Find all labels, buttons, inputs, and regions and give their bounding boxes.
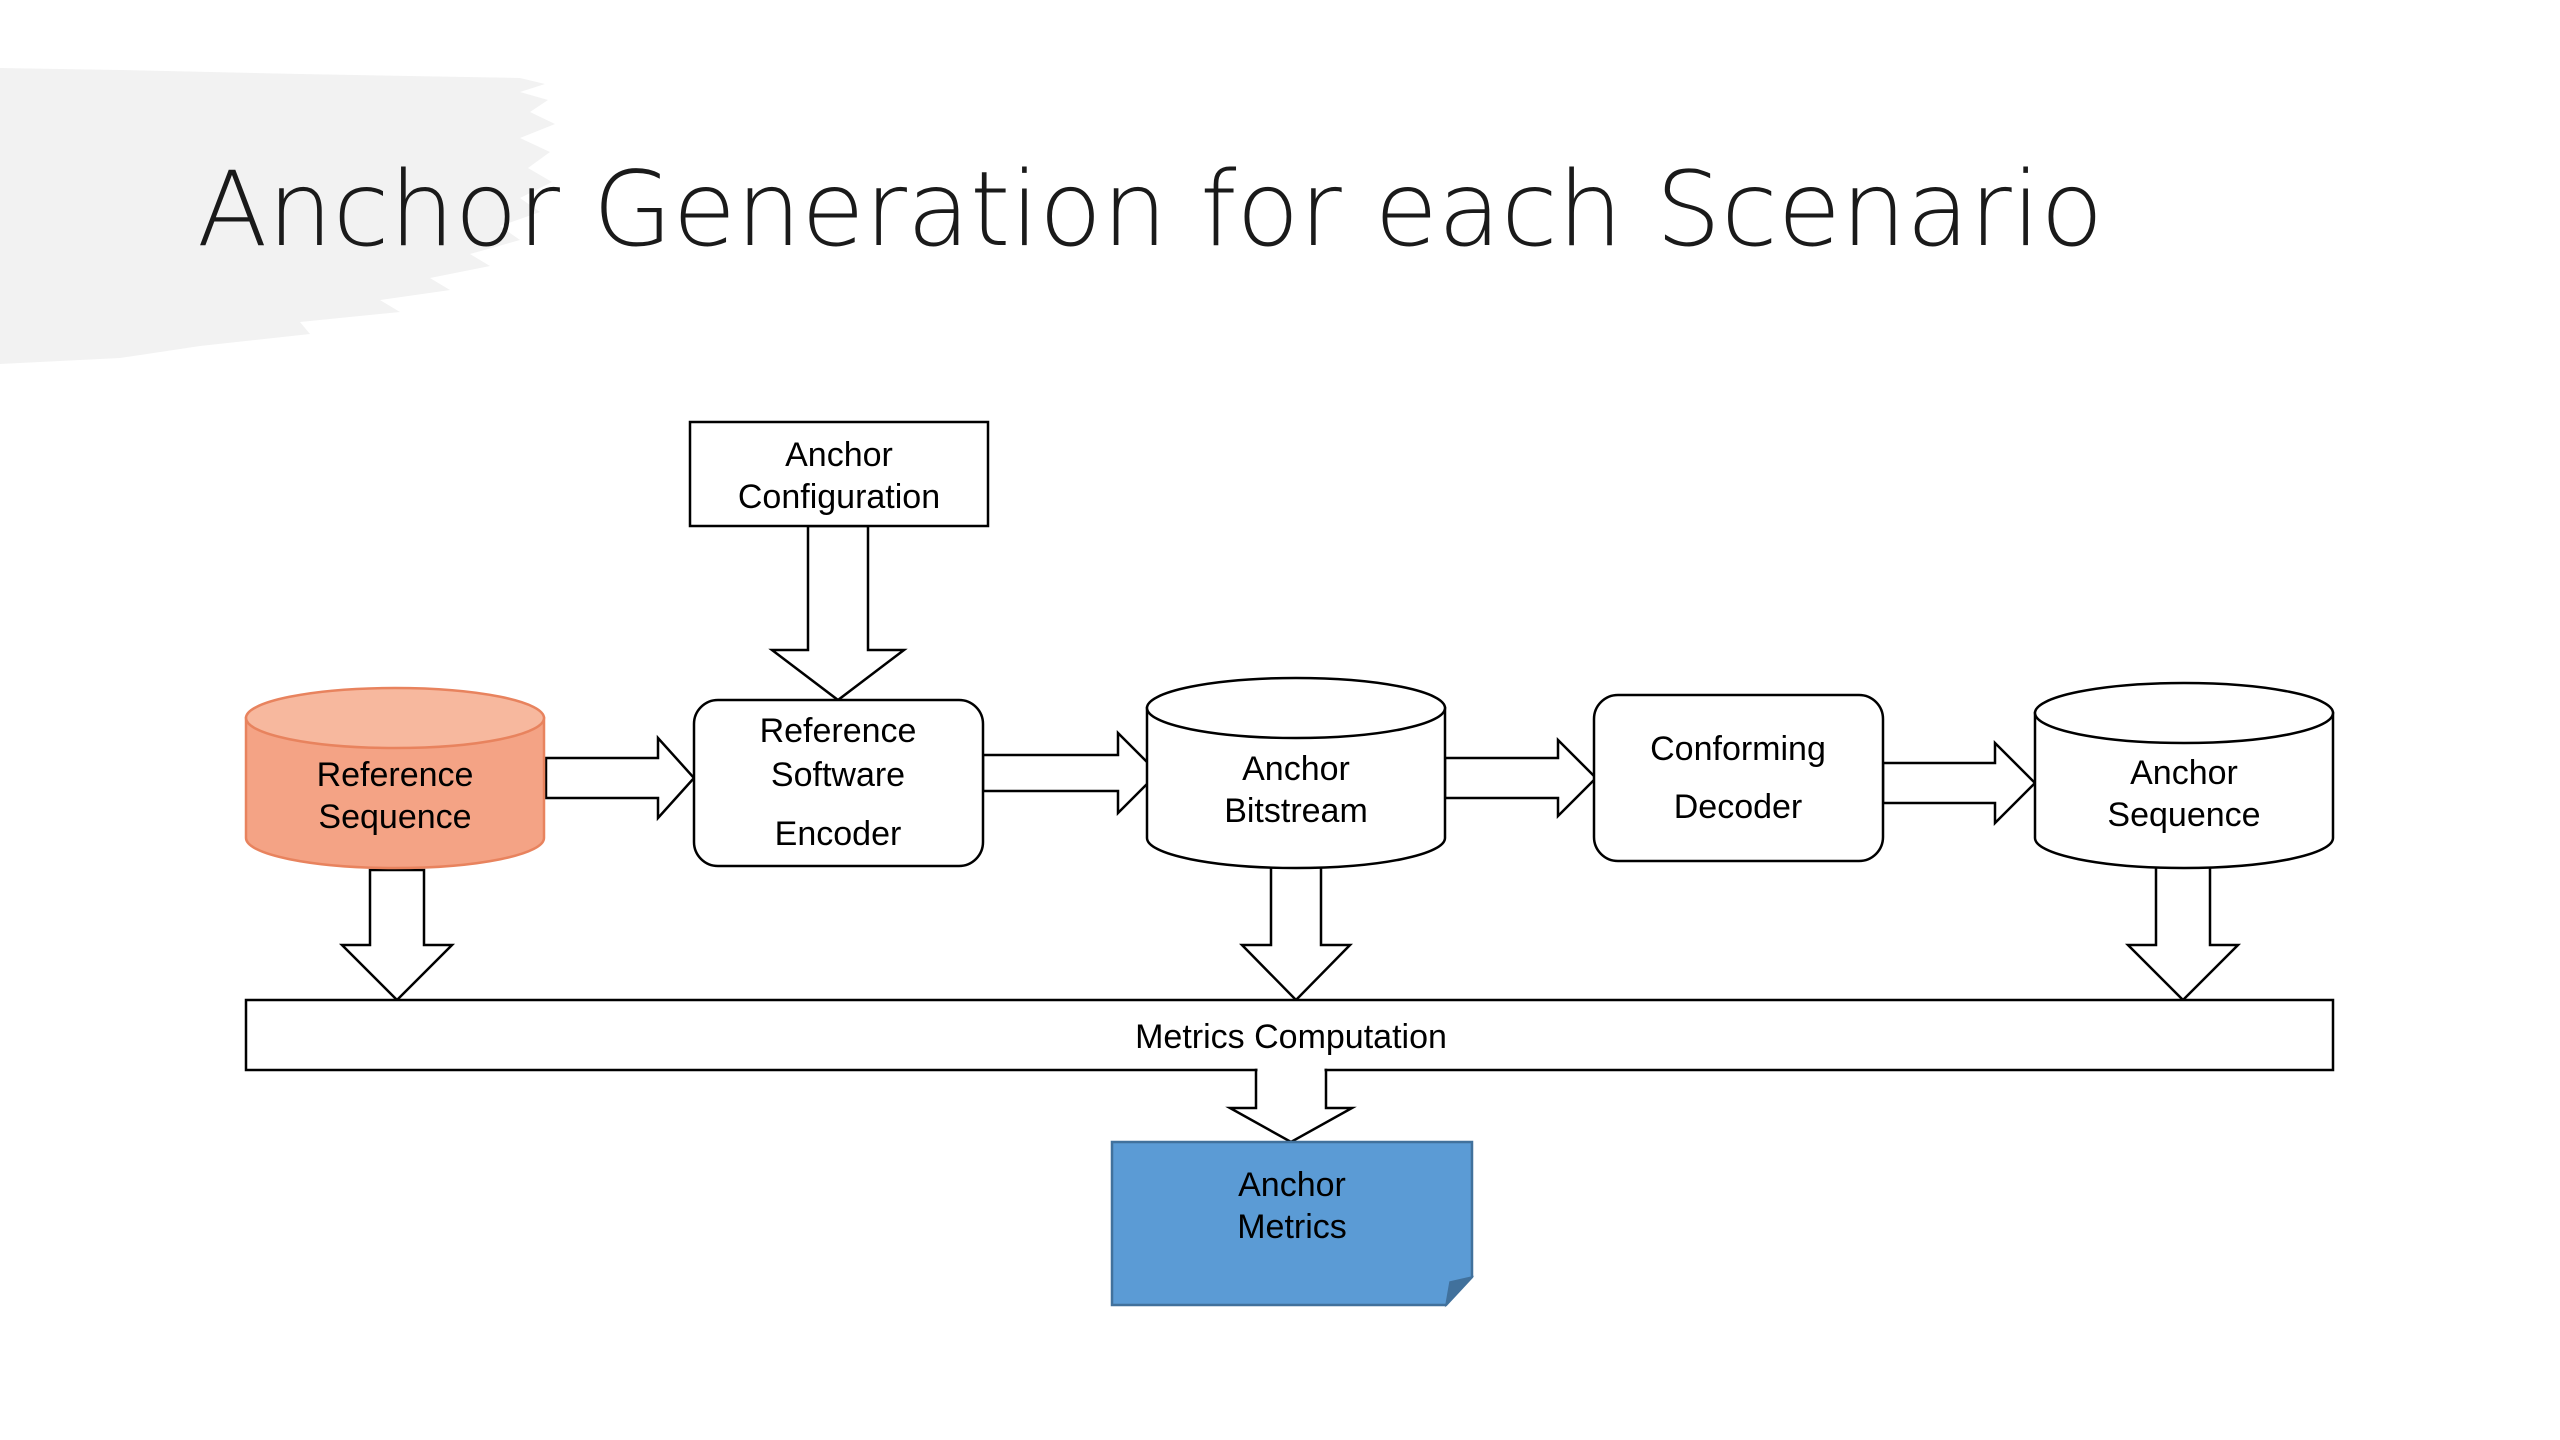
anchor-configuration-box [688, 420, 990, 528]
arrow-decoder-to-anchorseq [1881, 739, 2037, 827]
encoder-label-line2: Software [771, 756, 905, 794]
brush-stroke-decoration [0, 68, 555, 364]
slide-title: Anchor Generation for each Scenario [197, 150, 2104, 270]
arrow-bitstream-to-decoder [1443, 736, 1598, 820]
arrow-config-to-encoder [768, 524, 908, 702]
reference-sequence-label-line2: Sequence [318, 798, 471, 836]
anchor-configuration-label-line2: Configuration [738, 478, 940, 516]
anchor-configuration-label-line1: Anchor [785, 436, 893, 474]
decoder-label-line1: Conforming [1650, 730, 1826, 768]
arrow-encoder-to-bitstream [981, 729, 1160, 817]
anchor-metrics-document [1110, 1140, 1475, 1308]
encoder-label-line3: Encoder [775, 815, 902, 853]
reference-sequence-cylinder [244, 686, 546, 870]
encoder-label-line1: Reference [760, 712, 917, 750]
metrics-computation-label: Metrics Computation [1135, 1018, 1447, 1056]
anchor-metrics-label-line2: Metrics [1237, 1208, 1347, 1246]
conforming-decoder-box [1592, 693, 1885, 863]
arrow-metrics-to-anchor-metrics [1225, 1068, 1357, 1144]
anchor-bitstream-label-line1: Anchor [1242, 750, 1350, 788]
anchor-bitstream-label-line2: Bitstream [1224, 792, 1368, 830]
arrow-bitstream-to-metrics [1239, 864, 1353, 1002]
metrics-computation-box [244, 998, 2335, 1072]
arrow-refseq-to-encoder [544, 734, 696, 822]
reference-sequence-label-line1: Reference [317, 756, 474, 794]
anchor-sequence-cylinder [2033, 681, 2335, 870]
reference-software-encoder-box [692, 698, 985, 868]
anchor-sequence-label-line1: Anchor [2130, 754, 2238, 792]
anchor-bitstream-cylinder [1145, 676, 1447, 870]
decoder-label-line2: Decoder [1674, 788, 1803, 826]
arrow-anchorseq-to-metrics [2124, 864, 2242, 1002]
anchor-sequence-label-line2: Sequence [2107, 796, 2260, 834]
anchor-metrics-label-line1: Anchor [1238, 1166, 1346, 1204]
arrow-refseq-to-metrics [338, 868, 456, 1002]
